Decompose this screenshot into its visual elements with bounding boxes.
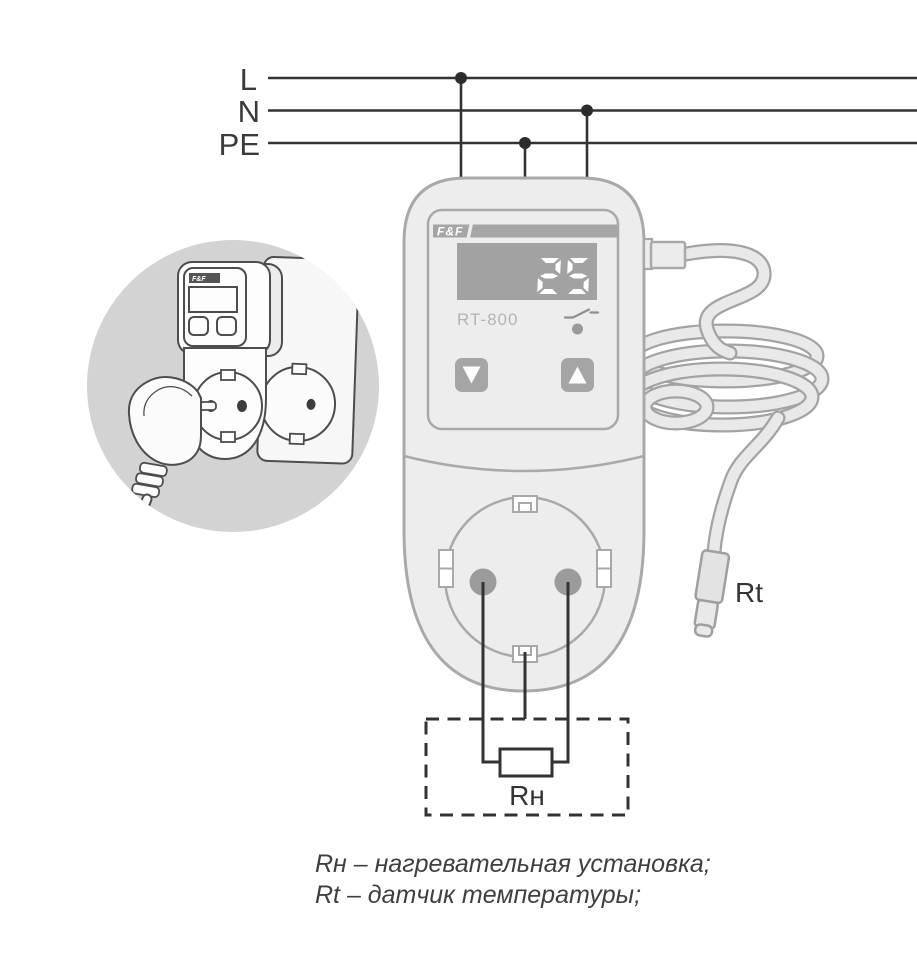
heater-box: Rн	[424, 717, 630, 817]
inset-brand-logo: F&F	[192, 276, 206, 283]
relay-contact-icon	[563, 308, 600, 319]
line-label-n: N	[238, 94, 260, 129]
caption-line-2: Rt – датчик температуры;	[315, 881, 641, 909]
inset-plug	[127, 376, 217, 532]
sensor-cable	[624, 243, 830, 560]
caption: Rн – нагревательная установка; Rt – датч…	[315, 850, 711, 909]
inset-illustration: F&F	[87, 240, 379, 532]
heater-resistor	[498, 747, 554, 778]
caption-line-1: Rн – нагревательная установка;	[315, 850, 711, 878]
sensor-probe	[693, 549, 731, 638]
sensor-label: Rt	[735, 577, 763, 608]
power-lines: L N PE	[219, 62, 917, 195]
cable-exit	[706, 410, 786, 560]
heater-wires	[481, 582, 570, 764]
line-label-l: L	[240, 62, 257, 97]
line-label-pe: PE	[219, 127, 260, 162]
brand-logo: F&F	[437, 225, 463, 239]
model-label: RT-800	[457, 310, 518, 329]
wire-left-pin	[481, 582, 500, 764]
up-button	[561, 358, 594, 392]
triangle-up-icon	[568, 366, 587, 384]
junction-dot-pe	[519, 137, 531, 149]
inset-up-button	[216, 316, 237, 336]
junction-dot-n	[581, 104, 593, 117]
inset-display	[188, 286, 238, 313]
down-button	[455, 358, 488, 392]
inset-device: F&F	[177, 261, 283, 461]
triangle-down-icon	[462, 366, 481, 384]
cable-lead	[678, 243, 772, 361]
body-seam	[403, 454, 645, 473]
heater-label: Rн	[509, 780, 545, 811]
lcd-value	[537, 258, 589, 294]
junction-dot-l	[455, 72, 467, 84]
wire-right-pin	[552, 582, 570, 764]
sensor-connector	[642, 237, 687, 271]
earth-clip-top-slot	[518, 502, 532, 513]
brand-band: F&F	[433, 224, 617, 239]
heater-dashed-outline	[424, 717, 630, 817]
inset-down-button	[188, 316, 209, 336]
thermostat-device: F&F RT-800	[402, 176, 646, 693]
status-led	[572, 323, 583, 335]
